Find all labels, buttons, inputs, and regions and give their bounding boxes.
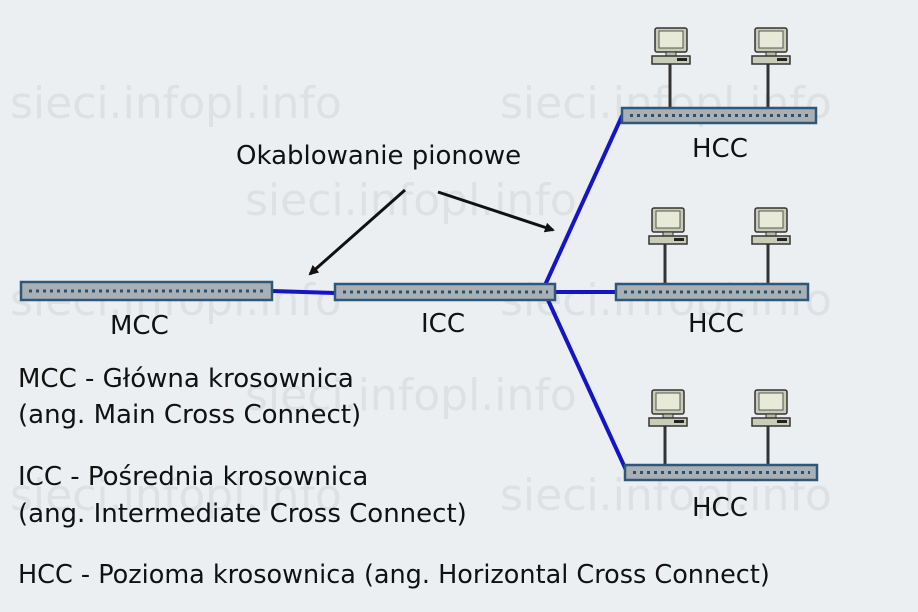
cable-icc-hcc-top (544, 114, 624, 285)
arrow-to-icc-link (437, 190, 555, 233)
computer-icon (751, 389, 791, 427)
node-label-hcc-bottom: HCC (692, 493, 748, 523)
computer-icon (648, 207, 688, 245)
panel-mcc (19, 280, 274, 302)
arrow-to-mcc-link (308, 188, 406, 276)
panel-hcc-bottom (623, 463, 819, 482)
annotation-arrows (308, 188, 555, 276)
node-label-icc: ICC (421, 309, 465, 339)
cables (270, 114, 628, 472)
computer-icon (751, 207, 791, 245)
cable-icc-hcc-bottom (546, 298, 628, 472)
node-label-hcc-middle: HCC (688, 309, 744, 339)
node-label-hcc-top: HCC (692, 134, 748, 164)
computer-icon (651, 27, 691, 65)
cable-mcc-icc (270, 289, 337, 295)
legend-hcc: HCC - Pozioma krosownica (ang. Horizonta… (18, 560, 770, 590)
watermark-text: sieci.infopl.info (10, 470, 342, 521)
legend-icc-english: (ang. Intermediate Cross Connect) (18, 499, 467, 529)
legend-icc-title: ICC - Pośrednia krosownica (18, 462, 369, 492)
watermark-text: sieci.infopl.info (245, 370, 577, 421)
watermark-text: sieci.infopl.info (245, 175, 577, 226)
watermark-text: sieci.infopl.info (10, 78, 342, 129)
annotation-label: Okablowanie pionowe (236, 141, 522, 171)
patch-panels (19, 106, 819, 482)
panel-hcc-top (620, 106, 818, 125)
node-label-mcc: MCC (110, 311, 169, 341)
panel-hcc-middle (614, 282, 810, 302)
panel-icc (333, 282, 557, 302)
computer-icon (751, 27, 791, 65)
computer-icon (648, 389, 688, 427)
legend-mcc-english: (ang. Main Cross Connect) (18, 400, 362, 430)
pc-stands (663, 64, 770, 466)
legend-mcc-title: MCC - Główna krosownica (18, 364, 354, 394)
